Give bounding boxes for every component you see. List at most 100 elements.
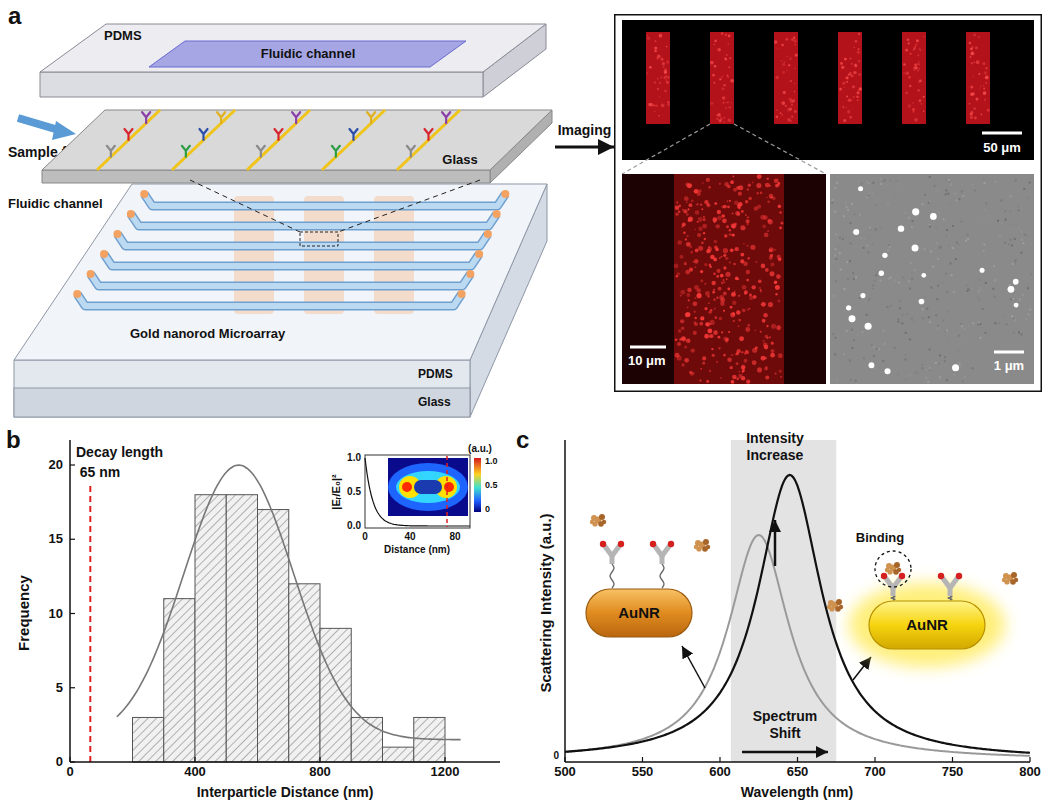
speckle — [688, 218, 692, 222]
speckle — [660, 77, 662, 79]
sem-grain — [851, 329, 853, 331]
imaging-panel-outline — [614, 14, 1042, 392]
speckle — [723, 102, 725, 104]
speckle — [726, 278, 728, 280]
tick-label: 5 — [56, 680, 63, 696]
speckle — [726, 225, 729, 228]
sem-grain — [1005, 219, 1007, 221]
sem-grain — [854, 213, 856, 215]
sem-grain — [965, 258, 967, 260]
capture-antibody — [125, 129, 133, 140]
speckle — [752, 182, 754, 184]
sem-grain — [835, 270, 837, 272]
sem-grain — [1029, 182, 1031, 184]
speckle — [851, 63, 853, 65]
protein-blob — [706, 545, 710, 549]
sem-grain — [849, 359, 851, 361]
speckle — [771, 342, 774, 345]
speckle — [687, 306, 689, 308]
sem-grain — [939, 354, 941, 356]
speckle — [849, 116, 851, 118]
speckle — [794, 68, 795, 69]
speckle — [739, 319, 741, 321]
speckle — [722, 87, 725, 90]
sem-grain — [861, 183, 863, 185]
sem-grain — [978, 279, 980, 281]
protein-blob — [1002, 578, 1006, 582]
speckle — [731, 354, 733, 356]
speckle — [713, 82, 715, 84]
colorbar-unit: (a.u.) — [468, 443, 492, 455]
annotation: Intensity Increase — [735, 430, 815, 464]
sem-grain — [929, 348, 931, 350]
sem-grain — [926, 369, 928, 371]
antibody-linker — [610, 564, 614, 588]
speckle — [768, 302, 773, 307]
speckle — [646, 72, 648, 74]
nanorod-dot — [898, 225, 904, 231]
speckle — [983, 62, 986, 65]
tick-label: 750 — [942, 764, 964, 780]
sem-grain — [869, 227, 871, 229]
sem-grain — [849, 349, 851, 351]
speckle — [735, 211, 740, 216]
speckle — [729, 229, 731, 231]
sem-grain — [1018, 294, 1020, 296]
sem-grain — [984, 332, 986, 334]
sem-grain — [948, 179, 950, 181]
sem-grain — [846, 198, 848, 200]
speckle — [729, 233, 732, 236]
sem-grain — [911, 278, 913, 280]
nanorod-dot — [846, 305, 851, 310]
speckle — [719, 295, 724, 300]
speckle — [712, 217, 717, 222]
speckle — [795, 44, 797, 46]
speckle — [780, 112, 782, 114]
speckle — [755, 261, 757, 263]
nanorod-dot — [885, 368, 891, 374]
sem-grain — [846, 261, 848, 263]
sem-grain — [849, 260, 851, 262]
sem-grain — [1006, 190, 1008, 192]
sem-grain — [835, 258, 837, 260]
tick-label: 20 — [49, 457, 63, 473]
sem-grain — [836, 380, 838, 382]
speckle — [923, 96, 925, 98]
sem-grain — [884, 343, 886, 345]
antibody-tip — [899, 573, 905, 579]
sem-grain — [953, 291, 955, 293]
sem-grain — [1015, 260, 1017, 262]
speckle — [777, 300, 780, 303]
speckle — [719, 257, 721, 259]
speckle — [719, 78, 721, 80]
speckle — [767, 201, 770, 204]
sem-grain — [1014, 262, 1016, 264]
microarray-chip-text: Gold nanorod Microarray — [130, 326, 285, 342]
sem-grain — [955, 258, 957, 260]
speckle — [722, 96, 725, 99]
speckle — [703, 218, 706, 221]
nanorod-stripe-image — [902, 32, 926, 124]
speckle — [741, 210, 744, 213]
sem-grain — [949, 204, 951, 206]
tick-label: 10 — [49, 606, 63, 622]
speckle — [647, 35, 648, 36]
sem-grain — [967, 238, 969, 240]
speckle — [971, 93, 974, 96]
speckle — [708, 186, 711, 189]
speckle — [767, 337, 769, 339]
y-axis — [564, 440, 566, 762]
speckle — [681, 226, 683, 228]
glass-slide: Glass — [40, 108, 555, 186]
speckle — [973, 76, 974, 77]
sem-grain — [850, 379, 852, 381]
speckle — [779, 370, 782, 373]
sem-grain — [1018, 227, 1020, 229]
microarray-chip-text: PDMS — [418, 367, 453, 381]
speckle — [710, 102, 713, 105]
field-hotspot — [402, 482, 412, 492]
speckle — [666, 60, 670, 64]
speckle — [707, 203, 710, 206]
sem-grain — [875, 204, 877, 206]
speckle — [980, 86, 982, 88]
